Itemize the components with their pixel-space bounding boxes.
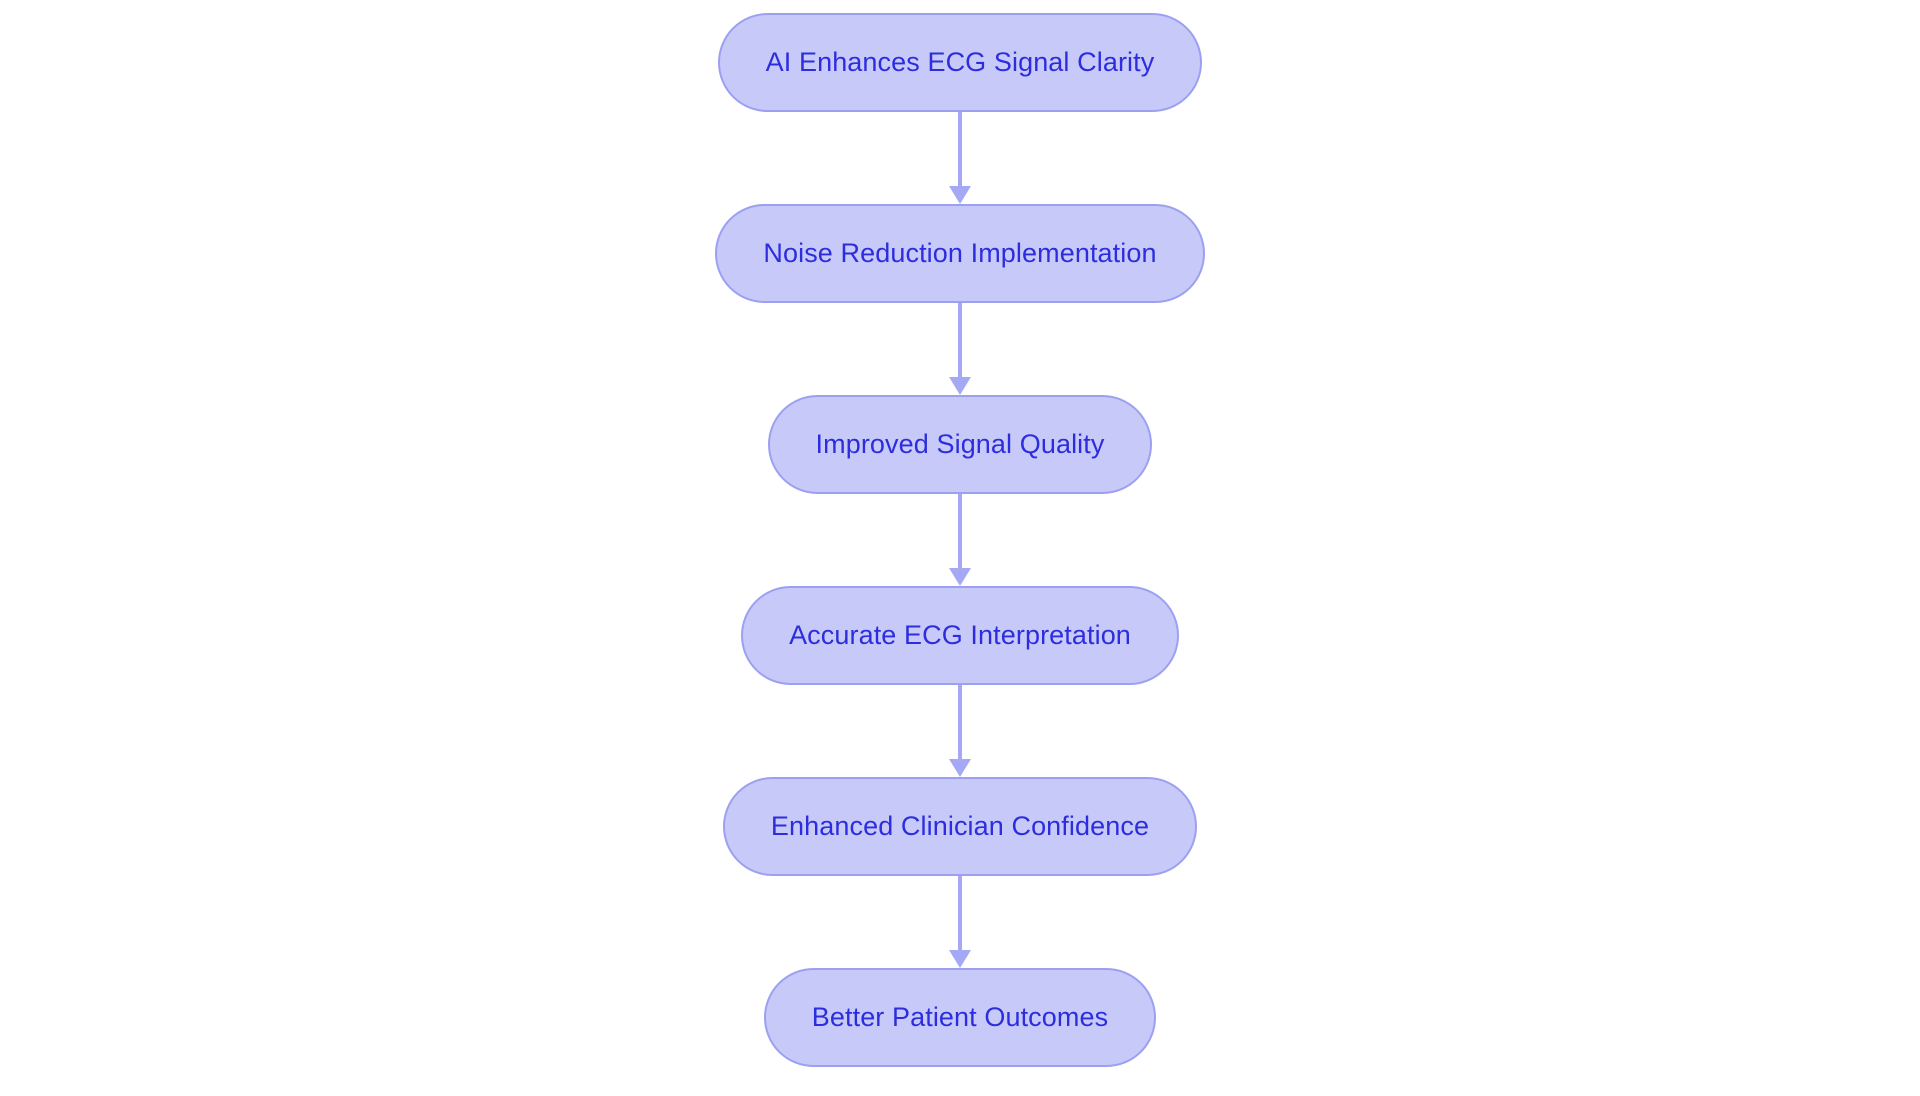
- flow-edge-2-to-3: [948, 303, 972, 395]
- edge-line: [958, 876, 962, 951]
- flow-node-label: AI Enhances ECG Signal Clarity: [765, 47, 1155, 77]
- flow-edge-3-to-4: [948, 494, 972, 586]
- flow-edge-5-to-6: [948, 876, 972, 968]
- arrow-down-icon: [949, 568, 971, 586]
- flow-node-accurate-ecg-interpretation[interactable]: Accurate ECG Interpretation: [741, 586, 1179, 685]
- flow-node-label: Enhanced Clinician Confidence: [770, 811, 1150, 841]
- flow-edge-1-to-2: [948, 112, 972, 204]
- flow-node-label: Improved Signal Quality: [815, 429, 1105, 459]
- flow-node-ai-enhances-ecg-signal-clarity[interactable]: AI Enhances ECG Signal Clarity: [717, 13, 1203, 112]
- flow-node-label: Better Patient Outcomes: [811, 1002, 1109, 1032]
- flow-node-noise-reduction-implementation[interactable]: Noise Reduction Implementation: [715, 204, 1205, 303]
- flow-node-label: Accurate ECG Interpretation: [789, 620, 1131, 650]
- flow-node-better-patient-outcomes[interactable]: Better Patient Outcomes: [763, 968, 1157, 1067]
- flow-edge-4-to-5: [948, 685, 972, 777]
- flow-node-improved-signal-quality[interactable]: Improved Signal Quality: [767, 395, 1153, 494]
- flow-node-label: Noise Reduction Implementation: [763, 238, 1157, 268]
- edge-line: [958, 303, 962, 378]
- edge-line: [958, 112, 962, 187]
- flow-node-enhanced-clinician-confidence[interactable]: Enhanced Clinician Confidence: [722, 777, 1198, 876]
- edge-line: [958, 685, 962, 760]
- edge-line: [958, 494, 962, 569]
- arrow-down-icon: [949, 759, 971, 777]
- arrow-down-icon: [949, 377, 971, 395]
- arrow-down-icon: [949, 186, 971, 204]
- arrow-down-icon: [949, 950, 971, 968]
